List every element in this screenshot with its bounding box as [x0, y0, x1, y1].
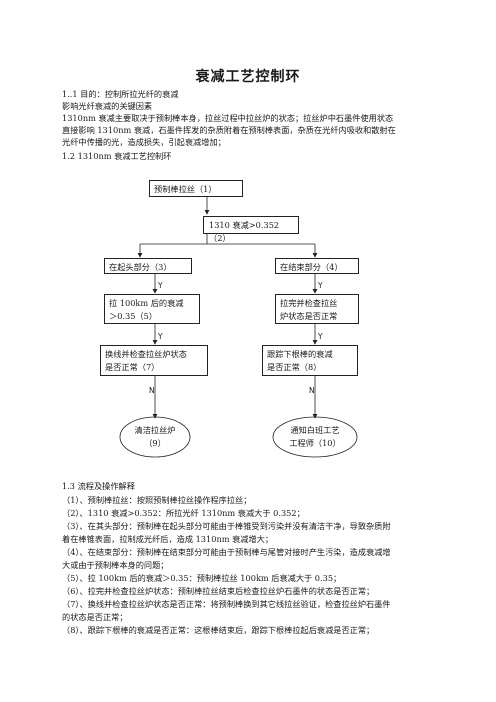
explain-step-7-line-1: （7）、换线并检查拉丝炉状态是否正常：将预制棒换到其它线拉丝验证，检查拉丝炉石墨… [62, 599, 391, 609]
yes-label-3: Y [158, 281, 163, 290]
node-7-box: 换线并检查拉丝炉状态 是否正常（7） [100, 345, 208, 376]
node-8-box: 跟踪下根棒的衰减 是否正常（8） [262, 345, 358, 376]
node-2-box: 1310 衰减>0.352（2） [203, 216, 299, 243]
node-9-line-2: （9） [144, 438, 166, 448]
node-5-box: 拉 100km 后的衰减 ＞0.35（5） [104, 294, 200, 324]
node-8-line-2: 是否正常（8） [267, 362, 322, 372]
explain-step-6: （6）、拉完并检查拉丝炉状态：预制棒拉丝结束后检查拉丝炉石墨件的状态是否正常； [62, 586, 375, 596]
explain-heading: 1.3 流程及操作解释 [62, 481, 135, 491]
explain-step-3-line-1: （3）、在其头部分：预制棒在起头部分可能由于棒锥受到污染并没有清洁干净，导致杂质… [62, 521, 391, 531]
yes-label-4: Y [318, 281, 323, 290]
explain-step-5: （5）、拉 100km 后的衰减＞0.35：预制棒拉丝 100km 后衰减大于 … [62, 573, 342, 583]
node-7-line-2: 是否正常（7） [105, 362, 160, 372]
node-2-label: 1310 衰减>0.352（2） [209, 220, 280, 243]
explain-step-7-line-2: 的状态是否正常； [62, 612, 128, 622]
desc-line-1: 1310nm 衰减主要取决于预制棒本身，拉丝过程中拉丝炉的状态；拉丝炉中石墨件使… [62, 113, 394, 123]
no-label-7: N [149, 386, 155, 395]
node-10-line-1: 通知白班工艺 [290, 425, 340, 435]
explain-step-8: （8）、跟踪下根棒的衰减是否正常：这根棒结束后，跟踪下根棒拉起后衰减是否正常； [62, 625, 375, 635]
yes-label-5: Y [158, 332, 163, 341]
node-6-line-1: 拉完并检查拉丝 [280, 298, 338, 308]
node-1-box: 预制棒拉丝（1） [149, 180, 243, 197]
node-6-box: 拉完并检查拉丝 炉状态是否正常 [275, 294, 359, 324]
node-10-line-2: 工程师（10） [289, 438, 341, 448]
purpose-line: 1..1 目的：控制所拉光纤的衰减 [62, 89, 179, 99]
loop-heading: 1.2 1310nm 衰减工艺控制环 [62, 151, 172, 161]
explain-step-2: （2）、1310 衰减>0.352：所拉光纤 1310nm 衰减大于 0.352… [62, 508, 305, 518]
node-5-line-2: ＞0.35（5） [109, 311, 158, 321]
explain-step-4-line-1: （4）、在结束部分：预制棒在结束部分可能由于预制棒与尾管对接时产生污染，造成衰减… [62, 547, 391, 557]
page-title: 衰减工艺控制环 [195, 69, 301, 85]
node-6-line-2: 炉状态是否正常 [280, 311, 338, 321]
node-7-line-1: 换线并检查拉丝炉状态 [105, 349, 187, 359]
explain-step-1: （1）、预制棒拉丝：按照预制棒拉丝操作程序拉丝； [62, 495, 252, 505]
node-9-ellipse [119, 416, 191, 458]
desc-line-2: 直接影响 1310nm 衰减，石墨件挥发的杂质附着在预制棒表面，杂质在光纤内吸收… [62, 125, 396, 135]
node-5-line-1: 拉 100km 后的衰减 [109, 298, 184, 308]
node-1-label: 预制棒拉丝（1） [154, 184, 217, 194]
explain-step-3-line-2: 着在棒锥表面，拉制成光纤后，造成 1310nm 衰减增大； [62, 534, 274, 544]
no-label-8: N [309, 386, 315, 395]
node-8-line-1: 跟踪下根棒的衰减 [267, 349, 333, 359]
yes-label-6: Y [318, 332, 323, 341]
node-4-label: 在结束部分（4） [280, 262, 343, 272]
node-3-label: 在起头部分（3） [109, 262, 172, 272]
node-4-box: 在结束部分（4） [275, 258, 359, 274]
node-9-line-1: 清洁拉丝炉 [134, 425, 176, 435]
factors-line: 影响光纤衰减的关键因素 [62, 101, 153, 111]
explain-step-4-line-2: 大或由于预制棒本身的问题； [62, 560, 169, 570]
node-3-box: 在起头部分（3） [104, 258, 192, 274]
desc-line-3: 光纤中传播的光，造成损失，引起衰减增加； [62, 137, 226, 147]
node-10-ellipse [272, 416, 358, 458]
